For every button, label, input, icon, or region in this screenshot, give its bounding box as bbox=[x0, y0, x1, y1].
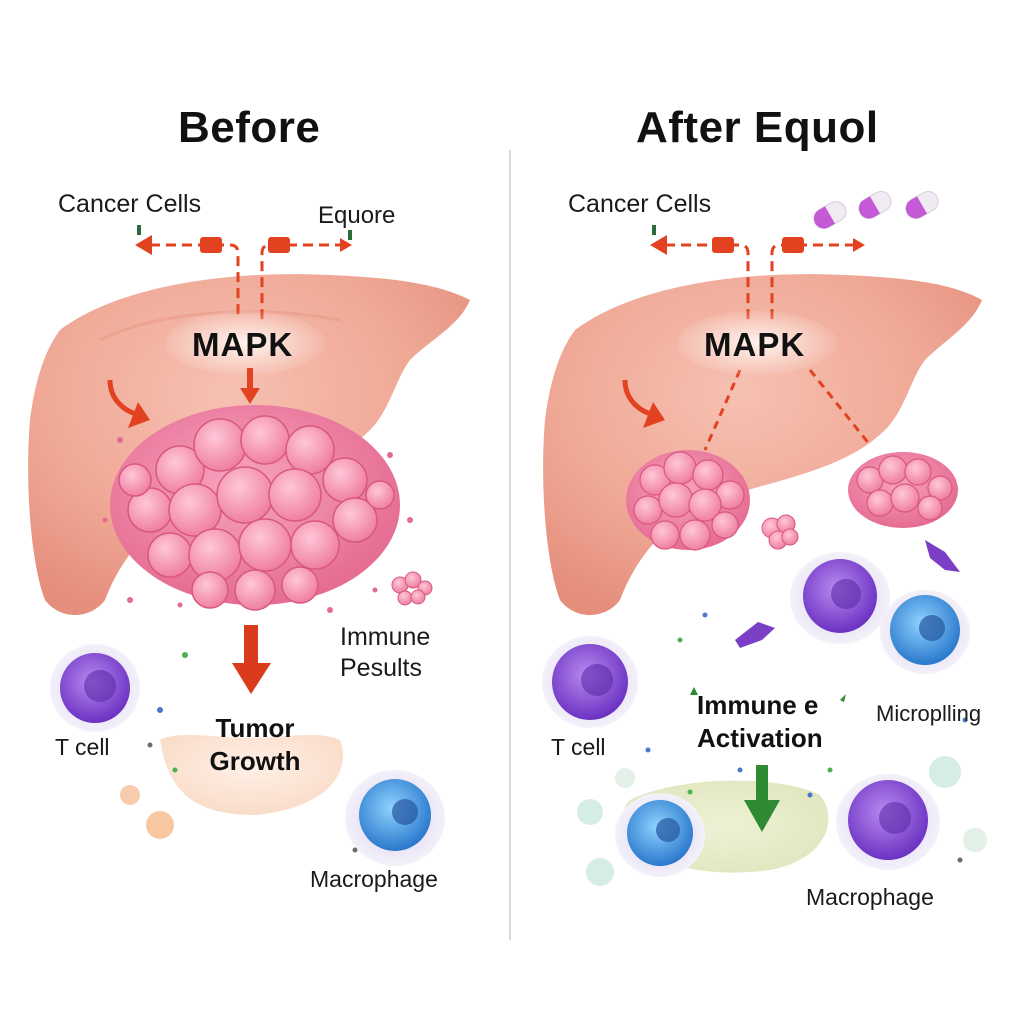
before-marker-1 bbox=[137, 225, 141, 235]
before-cancer-cells-label: Cancer Cells bbox=[58, 190, 202, 218]
after-macrophage-label: Macrophage bbox=[806, 884, 934, 910]
after-purple-arrow-1 bbox=[925, 540, 960, 572]
after-t-cell-upper bbox=[790, 552, 890, 644]
before-immune-results-label: Immune Pesults bbox=[340, 623, 431, 683]
after-purple-arrow-2 bbox=[735, 622, 775, 648]
before-mapk-glow bbox=[165, 311, 325, 375]
after-t-cell bbox=[542, 636, 638, 728]
before-debris bbox=[120, 652, 358, 853]
before-t-cell-label: T cell bbox=[55, 734, 110, 760]
after-signal-arrows bbox=[665, 243, 872, 451]
after-curved-arrow bbox=[622, 379, 665, 428]
tumor-growth-blob bbox=[160, 734, 344, 815]
before-macrophage-label: Macrophage bbox=[310, 866, 438, 892]
before-mapk-label: MAPK bbox=[192, 326, 294, 363]
before-growth-arrow bbox=[232, 625, 271, 694]
after-arrow-heads bbox=[650, 235, 865, 255]
before-arrow-heads bbox=[135, 235, 352, 255]
before-tumor-growth-label: Tumor Growth bbox=[209, 713, 301, 776]
before-title: Before bbox=[178, 103, 321, 152]
equol-capsules bbox=[813, 191, 939, 229]
before-macrophage bbox=[345, 770, 445, 866]
after-t-cell-label: T cell bbox=[551, 734, 606, 760]
after-cancer-cells-label: Cancer Cells bbox=[568, 190, 712, 218]
after-macrophage-upper bbox=[880, 590, 970, 674]
before-signal-arrows bbox=[150, 243, 345, 320]
activation-arrow bbox=[744, 765, 780, 832]
before-tumor bbox=[102, 405, 413, 613]
after-marker bbox=[652, 225, 656, 235]
before-curved-arrow bbox=[107, 379, 150, 428]
after-microphling-label: Microplling bbox=[876, 701, 982, 726]
after-macrophage-left bbox=[615, 793, 705, 877]
after-debris bbox=[577, 612, 987, 886]
after-mapk-glow bbox=[677, 311, 837, 375]
after-tumor-small bbox=[761, 514, 799, 550]
after-immune-activation-label: Immune e Activation bbox=[697, 690, 823, 753]
before-small-cluster bbox=[391, 571, 433, 606]
after-tumor-right bbox=[848, 452, 958, 528]
before-equore-label: Equore bbox=[318, 202, 396, 229]
after-tumor-left bbox=[626, 450, 750, 551]
after-mapk-label: MAPK bbox=[704, 326, 806, 363]
before-down-arrow bbox=[240, 368, 260, 404]
after-title: After Equol bbox=[636, 103, 879, 152]
before-marker-2 bbox=[348, 230, 352, 240]
before-t-cell bbox=[50, 644, 140, 732]
after-macrophage-right bbox=[836, 774, 940, 870]
